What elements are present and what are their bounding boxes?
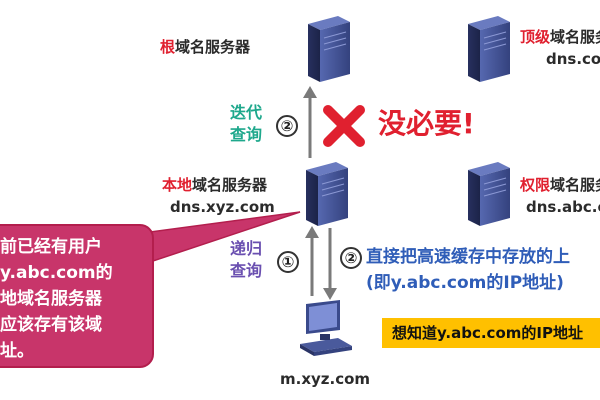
recursive-arrow — [305, 226, 319, 296]
iterative-step-badge: ② — [276, 115, 298, 137]
recursive-step-badge: ① — [277, 251, 299, 273]
iterative-arrow — [303, 86, 317, 158]
callout-line: 应该存有该域 — [0, 315, 102, 335]
callout-pointer — [149, 211, 301, 264]
auth-label-rest: 域名服务器 — [550, 176, 600, 194]
local-label-rest: 域名服务器 — [192, 176, 268, 194]
callout-line: 前已经有用户 — [0, 237, 102, 257]
tld-label-rest: 域名服务器 — [550, 28, 600, 46]
reply-text-line1: 直接把高速缓存中存放的上 — [366, 247, 570, 267]
auth-server-icon — [468, 162, 510, 226]
cache-callout: 前已经有用户 y.abc.com的 地域名服务器 应该存有该域 址。 — [0, 224, 154, 368]
iterative-line1: 迭代 — [229, 103, 262, 122]
auth-server-domain: dns.abc.com — [526, 198, 600, 216]
cross-icon — [323, 105, 365, 147]
auth-server-label: 权限域名服务器 — [520, 176, 600, 194]
tld-server-domain: dns.com — [546, 50, 600, 68]
local-server-label: 本地域名服务器 — [162, 176, 267, 194]
tld-server-icon — [468, 16, 510, 82]
tld-label-accent: 顶级 — [520, 28, 551, 46]
recursive-line2: 查询 — [229, 261, 262, 280]
host-domain: m.xyz.com — [280, 370, 371, 388]
local-server-icon — [306, 162, 348, 226]
root-server-label: 根域名服务器 — [160, 38, 250, 56]
recursive-line1: 递归 — [229, 239, 262, 258]
iterative-line2: 查询 — [229, 125, 262, 144]
reply-arrow — [323, 228, 337, 300]
reply-step-badge: ② — [340, 247, 362, 269]
local-server-domain: dns.xyz.com — [170, 198, 275, 216]
root-server-icon — [308, 16, 350, 82]
auth-label-accent: 权限 — [520, 176, 551, 194]
recursive-query-label: 递归 查询 — [226, 238, 266, 282]
local-label-accent: 本地 — [162, 176, 193, 194]
iterative-query-label: 迭代 查询 — [226, 102, 266, 146]
computer-icon — [300, 300, 352, 356]
root-label-rest: 域名服务器 — [175, 38, 251, 56]
callout-line: y.abc.com的 — [0, 263, 113, 283]
callout-line: 址。 — [0, 341, 34, 361]
callout-line: 地域名服务器 — [0, 289, 102, 309]
root-label-accent: 根 — [160, 38, 176, 56]
query-goal-box: 想知道y.abc.com的IP地址 — [382, 318, 600, 348]
no-need-text: 没必要! — [378, 107, 475, 140]
reply-text-line2: (即y.abc.com的IP地址) — [366, 273, 564, 293]
tld-server-label: 顶级域名服务器 — [520, 28, 600, 46]
